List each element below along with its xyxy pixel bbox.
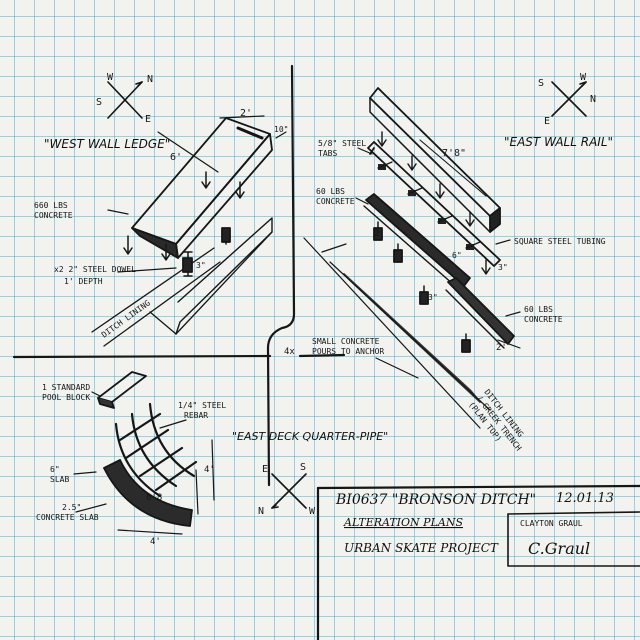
divider-lines bbox=[12, 64, 346, 487]
west-wall-ledge: "WEST WALL LEDGE" bbox=[34, 108, 288, 347]
dim-label: 3" bbox=[196, 261, 206, 270]
note-label: 5/8" STEEL bbox=[318, 139, 366, 148]
project-title: BI0637 "BRONSON DITCH" bbox=[335, 492, 536, 508]
compass-bottom: E S W N bbox=[258, 462, 316, 517]
east-wall-rail: "EAST WALL RAIL" bbox=[284, 87, 613, 453]
east-deck-quarter-pipe: "EAST DECK QUARTER-PIPE" 1 STANDARD POOL… bbox=[36, 371, 388, 547]
note-label: 1' DEPTH bbox=[64, 277, 103, 286]
note-label: 1 STANDARD bbox=[42, 383, 90, 392]
dim-label: 2' bbox=[240, 108, 252, 119]
dim-label: 6" bbox=[50, 465, 60, 474]
horizontal-divider-left bbox=[12, 354, 272, 359]
note-label: POOL BLOCK bbox=[42, 393, 90, 402]
compass-label: N bbox=[258, 506, 264, 517]
dim-label: 2' bbox=[374, 229, 385, 239]
sheet-title: ALTERATION PLANS bbox=[343, 516, 463, 529]
note-label: CONCRETE SLAB bbox=[36, 513, 99, 522]
compass-top-right: W S N E bbox=[538, 72, 596, 127]
dim-label: 2' bbox=[496, 343, 507, 353]
compass-label: N bbox=[590, 94, 596, 105]
compass-icon bbox=[107, 81, 143, 119]
compass-label: S bbox=[300, 462, 306, 473]
section-title: "EAST DECK QUARTER-PIPE" bbox=[232, 430, 388, 443]
project-subtitle: URBAN SKATE PROJECT bbox=[344, 541, 499, 555]
note-label: REBAR bbox=[184, 411, 208, 420]
note-label: 1/4" STEEL bbox=[178, 401, 226, 410]
section-title: "WEST WALL LEDGE" bbox=[44, 137, 170, 151]
compass-label: E bbox=[544, 116, 550, 127]
compass-top-left: W S N E bbox=[96, 72, 153, 125]
dim-label: 2.5" bbox=[62, 503, 81, 512]
note-label: CONCRETE bbox=[524, 315, 563, 324]
compass-icon bbox=[551, 81, 587, 117]
compass-label: W bbox=[580, 72, 587, 83]
note-label: DITCH LINING bbox=[100, 298, 152, 339]
note-label: CONCRETE bbox=[34, 211, 73, 220]
dim-label: 4' bbox=[204, 465, 215, 475]
compass-label: S bbox=[538, 78, 544, 89]
compass-icon bbox=[271, 473, 307, 509]
designer-name: CLAYTON GRAUL bbox=[520, 519, 583, 528]
note-label: SLAB bbox=[50, 475, 69, 484]
compass-label: W bbox=[107, 72, 114, 83]
title-block: BI0637 "BRONSON DITCH" 12.01.13 ALTERATI… bbox=[316, 484, 640, 640]
project-date: 12.01.13 bbox=[556, 491, 614, 506]
note-label: x2 2" STEEL DOWEL bbox=[54, 265, 136, 274]
vertical-divider bbox=[266, 64, 296, 487]
dim-label: 6" bbox=[452, 251, 462, 260]
dim-label: 7'8" bbox=[442, 148, 466, 159]
ledge-end-face bbox=[131, 227, 179, 259]
note-label: POURS TO ANCHOR bbox=[312, 347, 384, 356]
steel-tube-rail bbox=[369, 87, 501, 217]
dim-label: 6'8 bbox=[146, 493, 162, 503]
note-label: 660 LBS bbox=[34, 201, 68, 210]
compass-label: N bbox=[147, 74, 153, 85]
note-label: 4x bbox=[284, 347, 295, 357]
dim-label: 4' bbox=[150, 537, 161, 547]
note-label: SMALL CONCRETE bbox=[312, 337, 380, 346]
compass-label: E bbox=[262, 464, 268, 475]
section-title: "EAST WALL RAIL" bbox=[504, 135, 613, 149]
note-label: SQUARE STEEL TUBING bbox=[514, 237, 606, 246]
signature: C.Graul bbox=[528, 539, 590, 558]
compass-label: E bbox=[145, 114, 151, 125]
dim-label: 6' bbox=[170, 152, 182, 163]
compass-label: W bbox=[309, 506, 316, 517]
horizontal-divider-short bbox=[298, 353, 346, 358]
note-label: TABS bbox=[318, 149, 337, 158]
dim-label: 3" bbox=[498, 263, 508, 272]
note-label: 60 LBS bbox=[524, 305, 553, 314]
note-label: CONCRETE bbox=[316, 197, 355, 206]
dim-label: 3" bbox=[428, 293, 438, 302]
dim-label: 10" bbox=[274, 125, 288, 134]
ramp-surface bbox=[103, 459, 193, 527]
compass-label: S bbox=[96, 97, 102, 108]
note-label: 60 LBS bbox=[316, 187, 345, 196]
